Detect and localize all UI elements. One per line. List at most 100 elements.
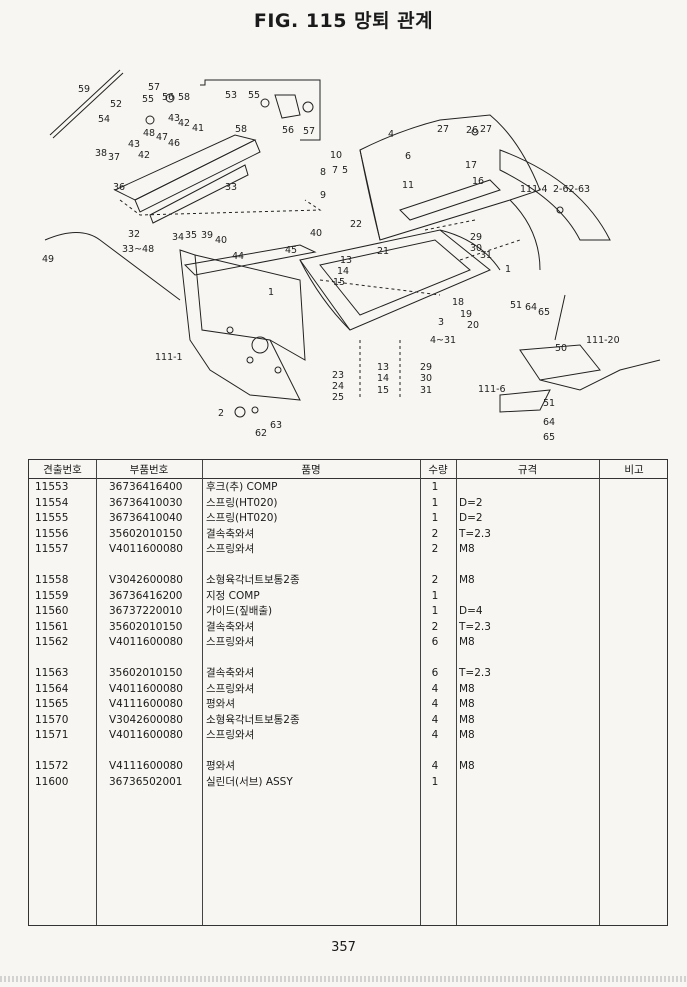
cell-spec: M8 xyxy=(459,698,475,710)
callout-label: 11 xyxy=(402,180,414,191)
cell-qty: 1 xyxy=(431,512,439,524)
callout-label: 39 xyxy=(201,230,213,241)
scan-edge xyxy=(0,976,687,982)
cell-spec: D=2 xyxy=(459,512,483,524)
callout-label: 48 xyxy=(143,128,155,139)
callout-label: 1 xyxy=(505,264,511,275)
callout-label: 2 xyxy=(218,408,224,419)
cell-qty: 6 xyxy=(431,667,439,679)
cell-name: 소형육각너트보통2종 xyxy=(206,713,300,726)
cell-name: 스프링와셔 xyxy=(206,636,255,648)
cell-qty: 4 xyxy=(431,760,439,772)
callout-label: 22 xyxy=(350,219,362,230)
callout-label: 42 xyxy=(138,150,150,161)
header-name: 품명 xyxy=(301,464,321,476)
callout-label: 65 xyxy=(543,432,555,443)
callout-label: 27 xyxy=(437,124,449,135)
cell-spec: D=4 xyxy=(459,605,483,617)
callout-label: 50 xyxy=(555,343,567,354)
callout-label: 62 xyxy=(255,428,267,439)
cell-spec: M8 xyxy=(459,682,475,695)
callout-label: 36 xyxy=(113,182,125,193)
header-no: 견출번호 xyxy=(43,464,82,476)
cell-no: 11572 xyxy=(35,760,69,772)
cell-no: 11564 xyxy=(35,682,69,695)
callout-label: 35 xyxy=(185,230,197,241)
callout-label: 65 xyxy=(538,307,550,318)
callout-label: 34 xyxy=(172,232,184,243)
cell-name: 스프링와셔 xyxy=(206,682,255,695)
cell-pn: 35602010150 xyxy=(109,527,183,540)
cell-qty: 2 xyxy=(431,620,439,633)
callout-label: 46 xyxy=(168,138,180,149)
cell-no: 11600 xyxy=(35,775,69,788)
cell-no: 11557 xyxy=(35,543,69,555)
cell-no: 11570 xyxy=(35,713,69,726)
cell-name: 스프링와셔 xyxy=(206,729,255,741)
callout-label: 32 xyxy=(128,229,140,240)
callout-label: 53 xyxy=(225,90,237,101)
callout-label: 13 xyxy=(340,255,352,266)
cell-spec: M8 xyxy=(459,729,475,741)
cell-name: 스프링와셔 xyxy=(206,543,255,555)
page-title: FIG. 115 망퇴 관계 xyxy=(253,10,434,32)
cell-qty: 4 xyxy=(431,682,439,695)
cell-qty: 2 xyxy=(431,543,439,555)
cell-name: 결속축와셔 xyxy=(206,527,255,540)
callout-label: 18 xyxy=(452,297,464,308)
cell-pn: V4011600080 xyxy=(109,682,183,695)
callout-label: 63 xyxy=(270,420,282,431)
cell-qty: 6 xyxy=(431,636,439,648)
callout-label: 49 xyxy=(42,254,54,265)
cell-name: 평와셔 xyxy=(206,698,235,710)
callout-label: 111-6 xyxy=(478,384,506,395)
callout-label: 15 xyxy=(377,385,389,396)
callout-label: 42 xyxy=(178,118,190,129)
cell-no: 11554 xyxy=(35,496,69,509)
cell-qty: 1 xyxy=(431,481,439,493)
callout-label: 41 xyxy=(192,123,204,134)
header-spec: 규격 xyxy=(517,464,538,476)
callout-label: 15 xyxy=(333,277,345,288)
cell-name: 결속축와셔 xyxy=(206,667,255,679)
callout-label: 30 xyxy=(420,373,432,384)
cell-no: 11559 xyxy=(35,589,69,602)
callout-label: 58 xyxy=(178,92,190,103)
cell-qty: 4 xyxy=(431,729,439,741)
callout-label: 31 xyxy=(480,250,492,261)
callout-label: 111-20 xyxy=(586,335,620,346)
callout-label: 57 xyxy=(303,126,315,137)
cell-qty: 1 xyxy=(431,496,439,509)
callout-label: 29 xyxy=(420,362,432,373)
cell-no: 11553 xyxy=(35,481,69,493)
cell-qty: 1 xyxy=(431,775,439,788)
callout-label: 9 xyxy=(320,190,326,201)
callout-label: 58 xyxy=(235,124,247,135)
page-number: 357 xyxy=(331,940,356,955)
cell-name: 결속축와셔 xyxy=(206,620,255,633)
callout-label: 19 xyxy=(460,309,472,320)
callout-label: 56 xyxy=(282,125,294,136)
cell-name: 스프링(HT020) xyxy=(206,512,278,524)
callout-label: 52 xyxy=(110,99,122,110)
header-qty: 수량 xyxy=(428,464,448,476)
cell-spec: T=2.3 xyxy=(459,620,491,633)
callout-label: 2-62-63 xyxy=(553,184,590,195)
callout-label: 26 xyxy=(466,125,478,136)
callout-label: 29 xyxy=(470,232,482,243)
cell-spec: M8 xyxy=(459,713,475,726)
cell-pn: 36737220010 xyxy=(109,605,183,617)
cell-name: 가이드(짚배출) xyxy=(206,605,273,617)
callout-label: 56 xyxy=(162,92,174,103)
cell-pn: V4011600080 xyxy=(109,636,183,648)
header-part-number: 부품번호 xyxy=(129,464,169,476)
